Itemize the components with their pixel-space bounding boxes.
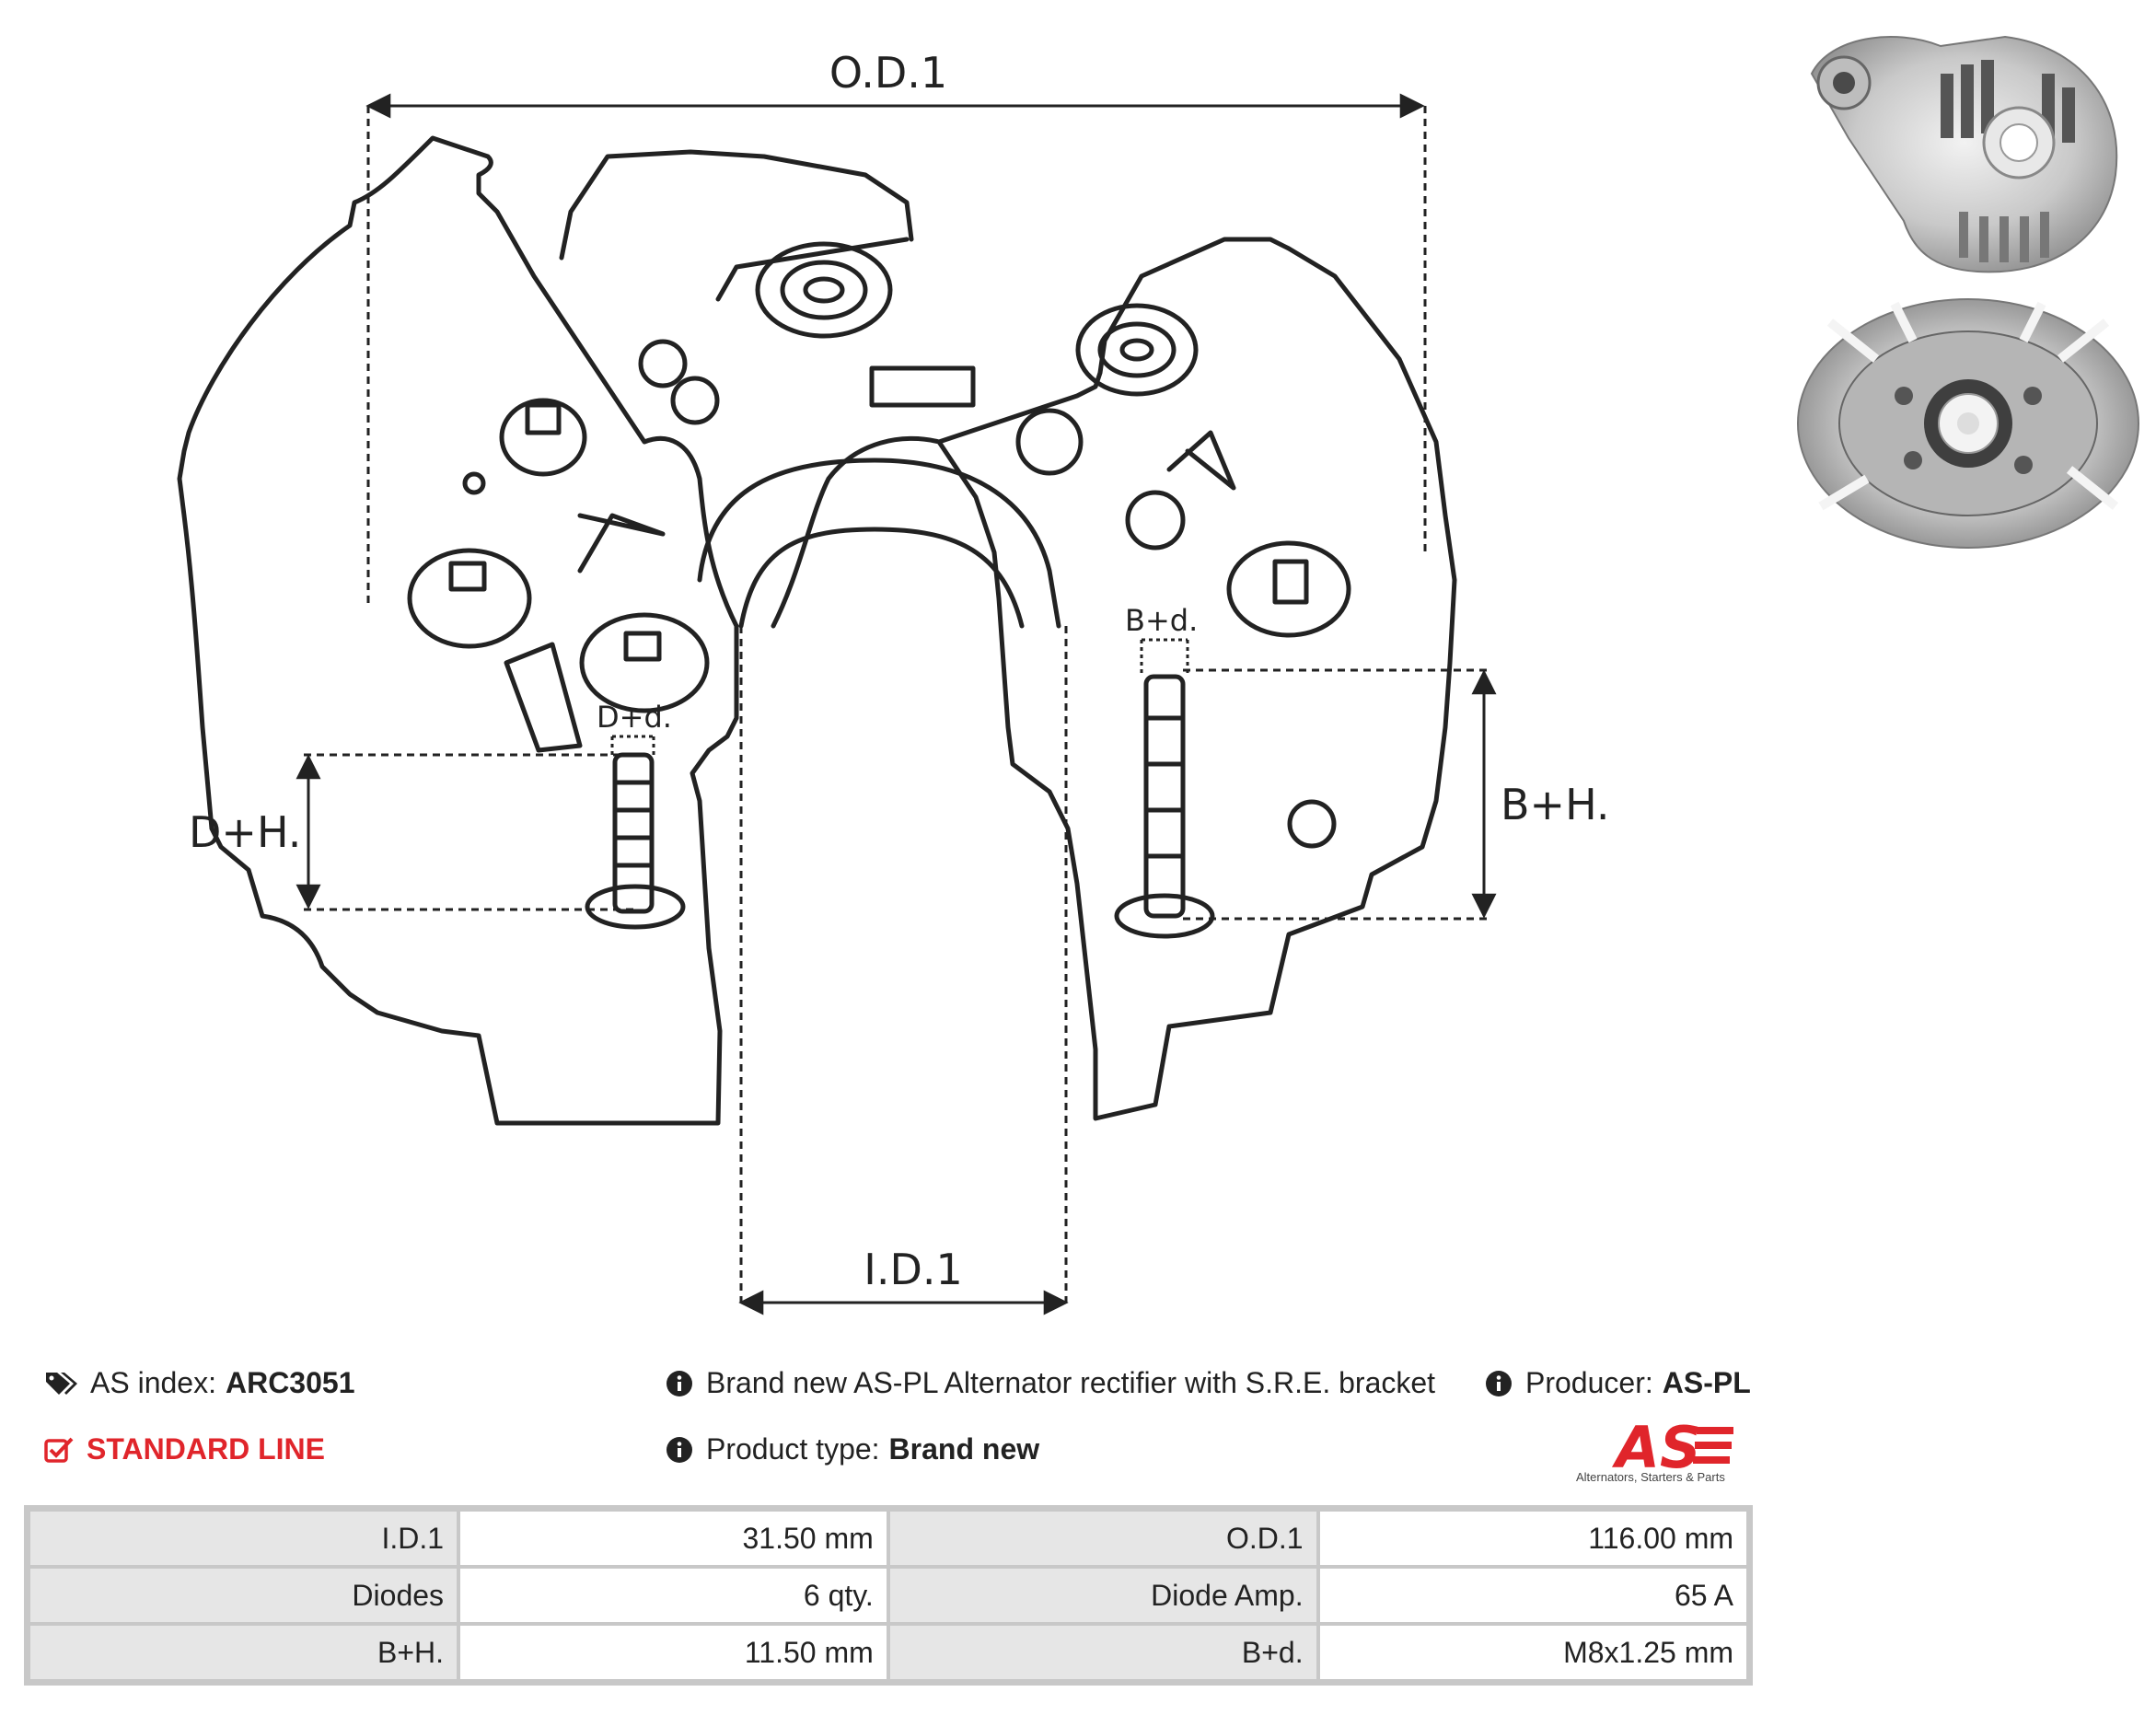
description-text: Brand new AS-PL Alternator rectifier wit… <box>706 1366 1436 1399</box>
product-description: Brand new AS-PL Alternator rectifier wit… <box>666 1366 1435 1400</box>
spec-label: B+d. <box>889 1626 1316 1679</box>
dd-label: D+d. <box>597 700 672 735</box>
product-type: Product type: Brand new <box>666 1432 1039 1466</box>
spec-value: 116.00 mm <box>1319 1512 1746 1565</box>
as-index-value: ARC3051 <box>225 1366 355 1399</box>
as-index: AS index: ARC3051 <box>44 1366 354 1400</box>
svg-text:AS: AS <box>1611 1414 1701 1478</box>
producer: Producer: AS-PL <box>1485 1366 1751 1400</box>
table-row: Diodes 6 qty. Diode Amp. 65 A <box>30 1569 1746 1622</box>
info-circle-icon <box>667 1436 692 1463</box>
spec-label: B+H. <box>30 1626 458 1679</box>
tags-icon <box>46 1372 77 1395</box>
bh-label: B+H. <box>1501 780 1610 829</box>
spec-label: Diode Amp. <box>889 1569 1316 1622</box>
product-photo-back[interactable] <box>1775 285 2143 562</box>
rectifier-diagram: O.D.1 I.D.1 D+H. D+d. B+d. B+H. <box>177 48 1610 1315</box>
dh-label: D+H. <box>189 807 301 857</box>
spec-value: 6 qty. <box>460 1569 887 1622</box>
logo-tagline: Alternators, Starters & Parts <box>1576 1470 1725 1484</box>
product-type-value: Brand new <box>888 1432 1040 1466</box>
standard-line-badge: STANDARD LINE <box>44 1432 325 1466</box>
spec-value: 65 A <box>1319 1569 1746 1622</box>
id1-label: I.D.1 <box>864 1245 963 1294</box>
info-circle-icon <box>667 1370 692 1396</box>
as-index-label: AS index: <box>90 1366 216 1399</box>
standard-line-text: STANDARD LINE <box>87 1432 325 1466</box>
table-row: B+H. 11.50 mm B+d. M8x1.25 mm <box>30 1626 1746 1679</box>
spec-label: Diodes <box>30 1569 458 1622</box>
spec-value: 11.50 mm <box>460 1626 887 1679</box>
producer-label: Producer: <box>1525 1366 1653 1399</box>
spec-value: 31.50 mm <box>460 1512 887 1565</box>
spec-label: I.D.1 <box>30 1512 458 1565</box>
product-type-label: Product type: <box>706 1432 880 1466</box>
as-pl-logo[interactable]: AS <box>1579 1414 1754 1478</box>
rectifier-outline <box>177 135 739 1126</box>
checkbox-icon <box>44 1437 74 1463</box>
spec-value: M8x1.25 mm <box>1319 1626 1746 1679</box>
b-bolt <box>1143 674 1186 919</box>
spec-label: O.D.1 <box>889 1512 1316 1565</box>
bd-label: B+d. <box>1125 603 1198 638</box>
producer-value: AS-PL <box>1662 1366 1751 1399</box>
product-info: AS index: ARC3051 STANDARD LINE Brand ne… <box>0 1353 1768 1491</box>
info-circle-icon <box>1486 1370 1512 1396</box>
rectifier-right-wing <box>936 237 1457 1121</box>
table-row: I.D.1 31.50 mm O.D.1 116.00 mm <box>30 1512 1746 1565</box>
product-photo-front[interactable] <box>1775 18 2143 295</box>
specs-table: I.D.1 31.50 mm O.D.1 116.00 mm Diodes 6 … <box>24 1505 1753 1686</box>
od1-label: O.D.1 <box>829 48 947 98</box>
